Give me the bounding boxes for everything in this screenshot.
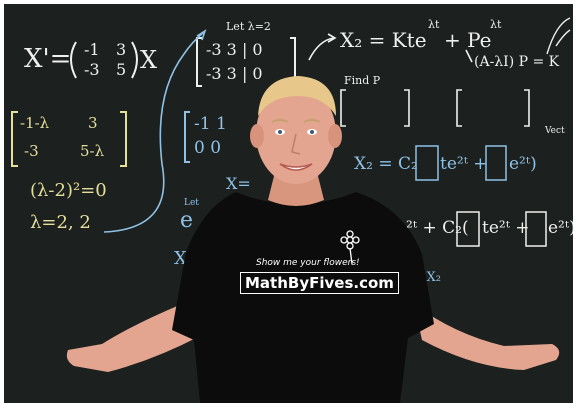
- find-p-label: Find P: [344, 74, 381, 87]
- chalkboard-drawings: [11, 17, 571, 247]
- char-m12: 3: [88, 114, 98, 132]
- video-frame: X'= -1 3 -3 5 X -1-λ 3 -3 5-λ (λ-2)²=0 λ…: [4, 4, 573, 403]
- eigenvalues: λ=2, 2: [30, 212, 91, 233]
- shirt-tagline: Show me your flowers!: [256, 258, 360, 268]
- system-m11: -1: [84, 40, 100, 59]
- char-m22: 5-λ: [80, 142, 105, 160]
- general-solution-tail-3: e²ᵗ): [548, 218, 573, 238]
- aug-row-1: -3 3 | 0: [206, 40, 263, 59]
- system-m12: 3: [116, 40, 127, 59]
- let-small: Let: [184, 198, 199, 208]
- x2-formula: X₂ = Kte: [340, 28, 427, 52]
- let-lambda: Let λ=2: [226, 20, 271, 33]
- char-m11: -1-λ: [20, 114, 50, 132]
- char-m21: -3: [24, 142, 39, 160]
- general-solution-tail: e²ᵗ + C₂(: [396, 218, 469, 238]
- rref-row-1: -1 1: [194, 114, 227, 134]
- x2-solution-tail-2: e²ᵗ): [509, 154, 537, 174]
- p-formula: (A-λI) P = K: [474, 54, 560, 70]
- vector-label: Vect: [545, 126, 565, 136]
- system-x-tail: X: [140, 46, 158, 74]
- system-m22: 5: [116, 60, 127, 79]
- system-m21: -3: [84, 60, 100, 79]
- x2-solution: X₂ = C₂: [354, 154, 418, 174]
- rref-row-2: 0 0: [194, 138, 222, 158]
- general-solution-tail-2: te²ᵗ +: [482, 218, 530, 238]
- system-x-prime: X'=: [24, 44, 72, 74]
- presenter: [66, 76, 560, 403]
- left-x-equals: X=: [226, 174, 251, 193]
- left-e: e: [180, 208, 194, 233]
- shirt-brand: MathByFives.com: [240, 272, 399, 294]
- left-x2: X: [174, 248, 187, 269]
- x2-solution-tail: te²ᵗ +: [440, 154, 488, 174]
- aug-row-2: -3 3 | 0: [206, 64, 263, 83]
- x2-exp: λt: [428, 18, 440, 31]
- x2-exp-2: λt: [490, 18, 502, 31]
- char-equation: (λ-2)²=0: [30, 180, 107, 201]
- x2-plus-pe: + Pe: [444, 28, 492, 52]
